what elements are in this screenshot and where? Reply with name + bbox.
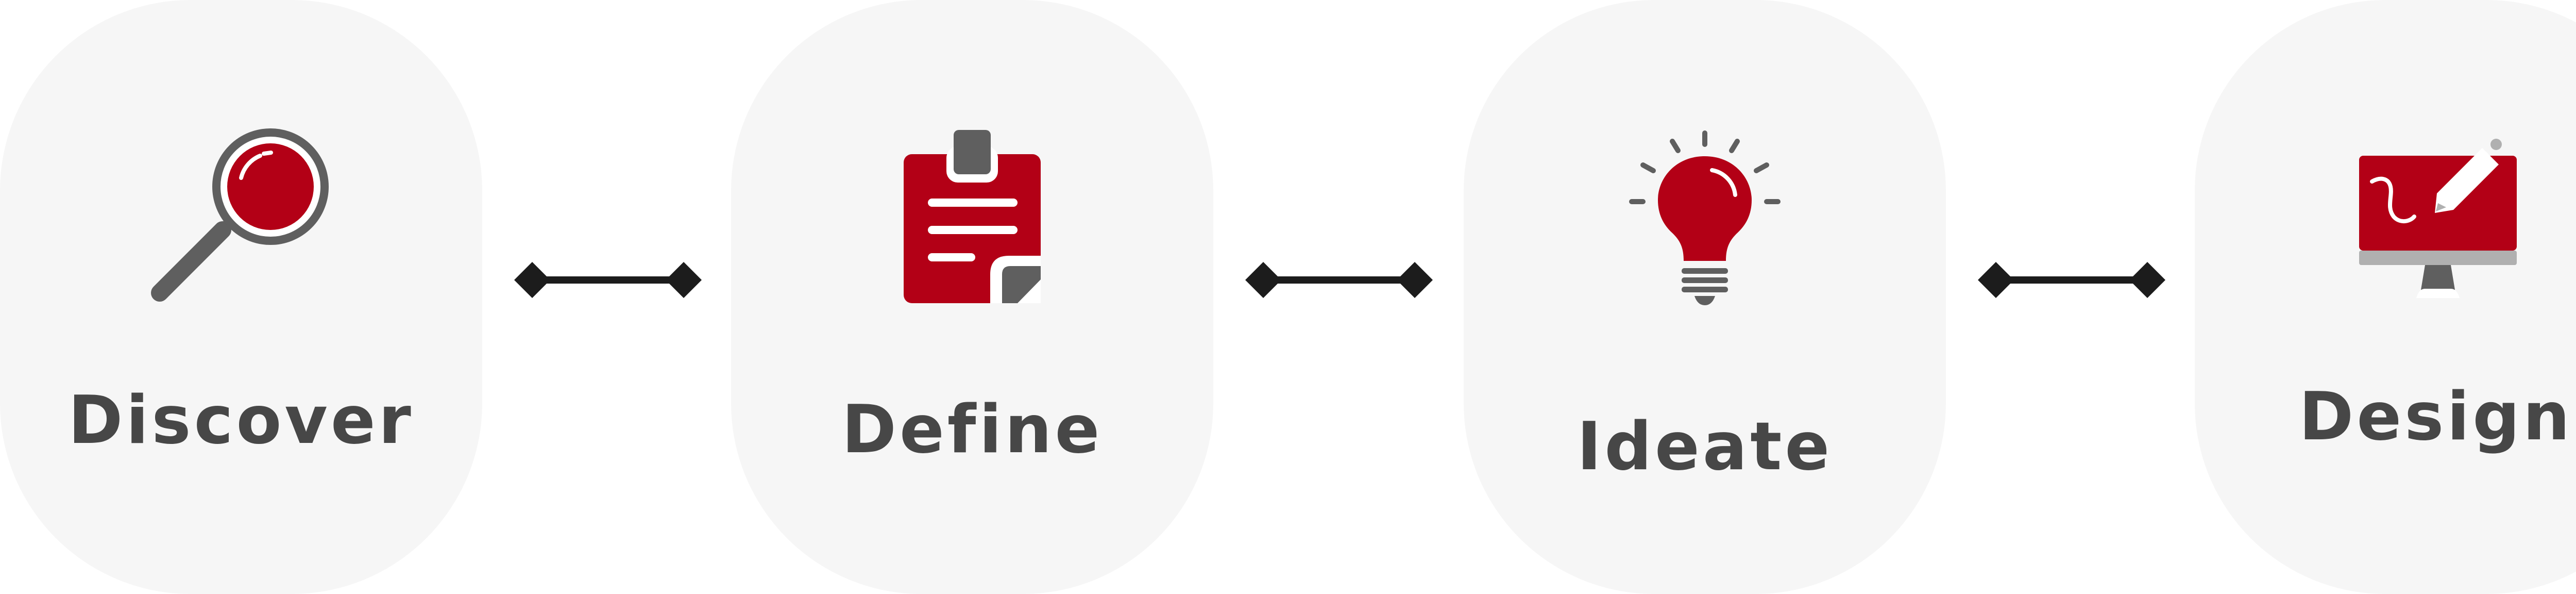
connector-line <box>1245 262 1433 298</box>
step-label-design: Design <box>2299 378 2573 455</box>
step-card-ideate: Ideate <box>1464 0 1946 594</box>
connector-line <box>1978 262 2165 298</box>
step-card-discover: Discover <box>0 0 482 594</box>
step-card-design: Design <box>2195 0 2576 594</box>
step-label-discover: Discover <box>68 382 414 459</box>
clipboard-icon <box>904 130 1041 303</box>
lightbulb-icon <box>1629 130 1781 305</box>
step-label-ideate: Ideate <box>1577 408 1833 485</box>
step-card-define: Define <box>731 0 1213 594</box>
connector-line <box>514 262 702 298</box>
step-label-define: Define <box>841 391 1103 468</box>
magnifier-icon <box>151 128 329 302</box>
monitor-pen-icon <box>2359 139 2517 298</box>
